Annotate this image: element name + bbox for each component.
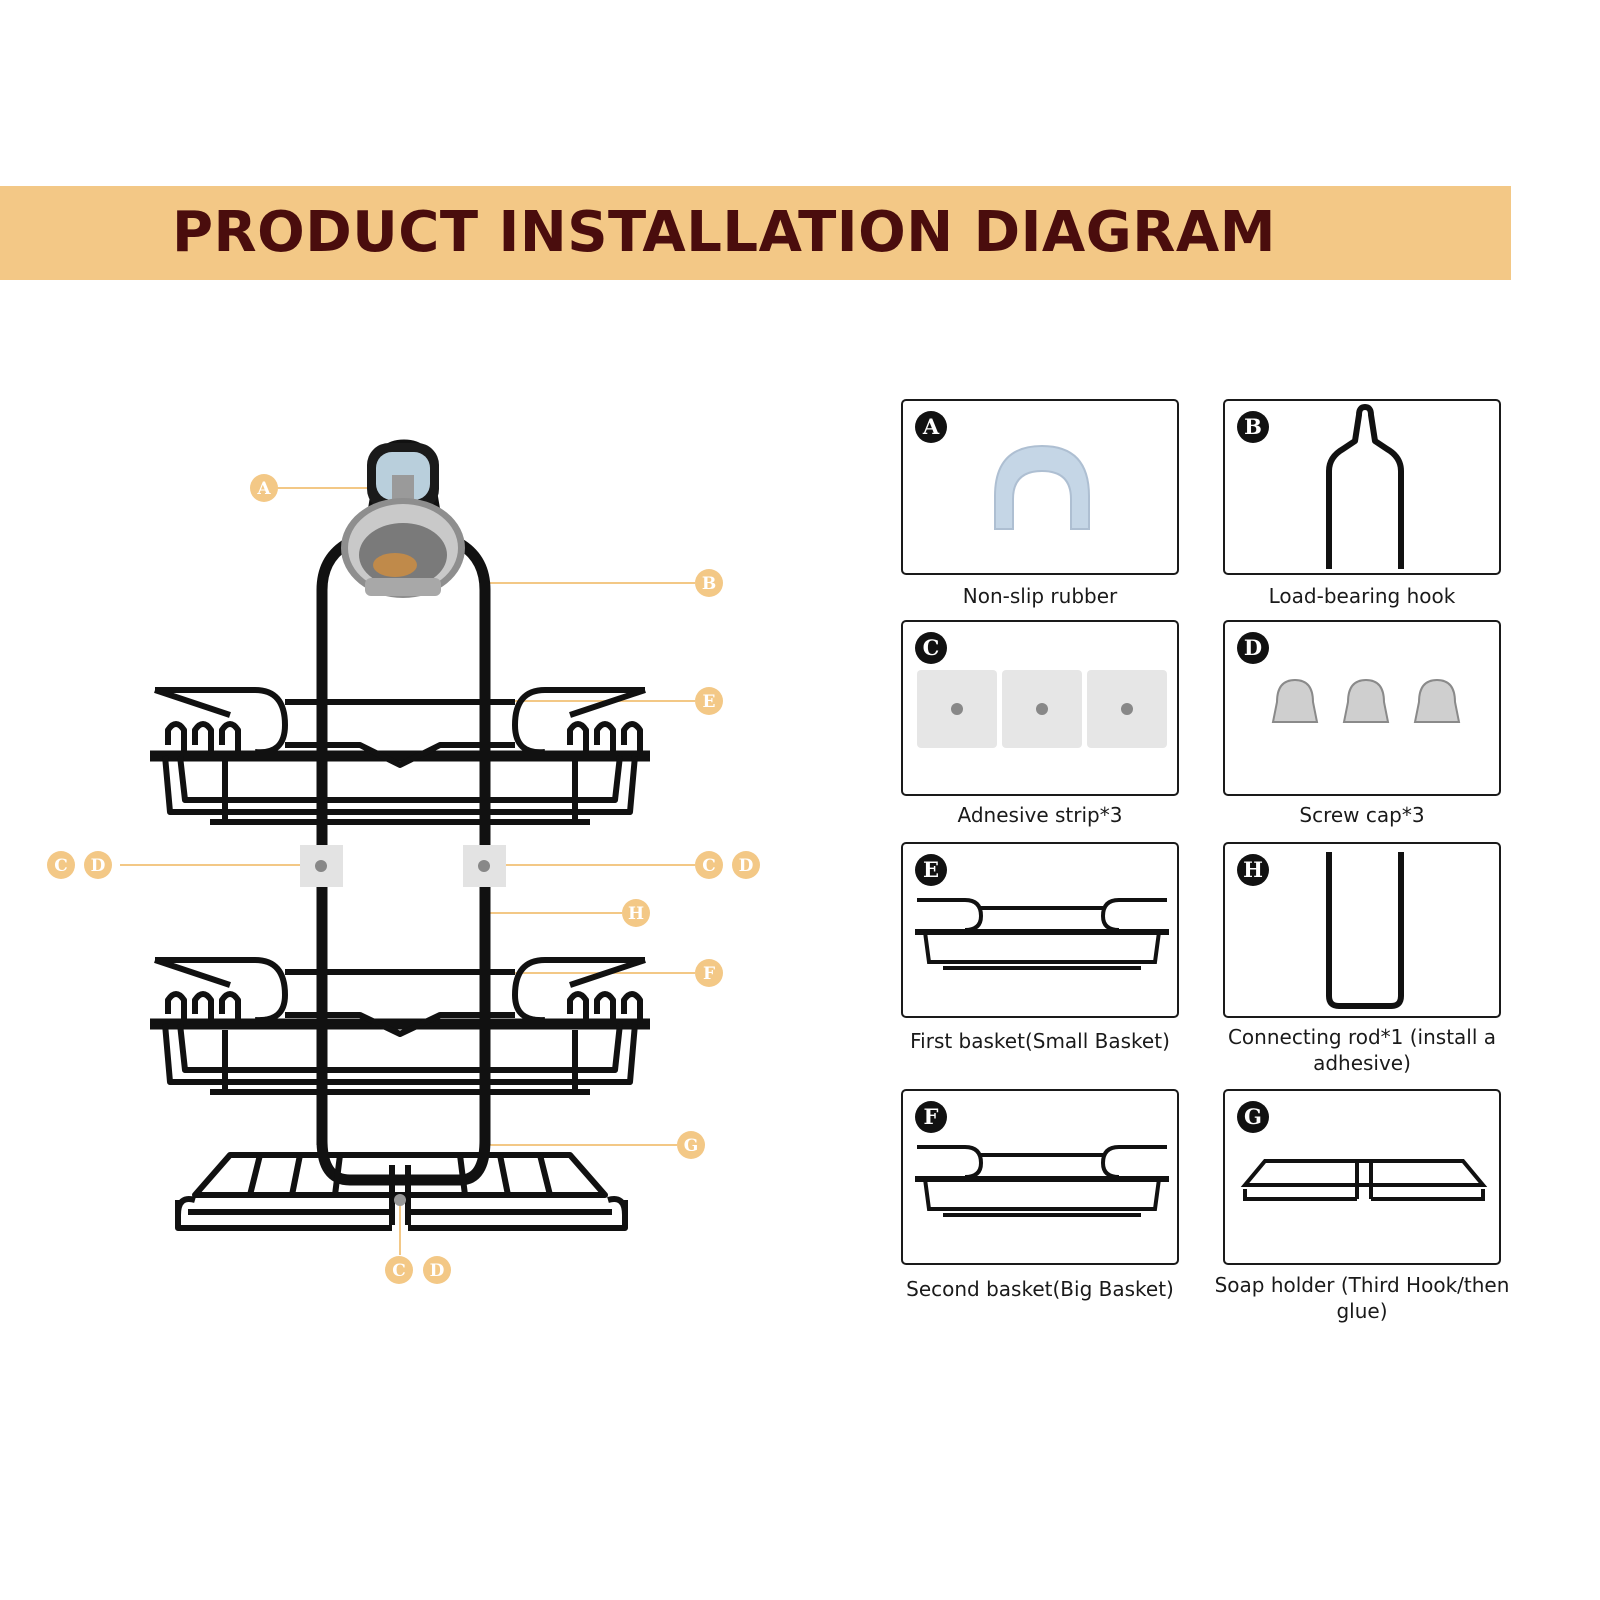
part-card-e: E [901, 842, 1179, 1018]
callout-bottom-d: D [430, 1261, 445, 1281]
callout-lines [120, 487, 695, 1255]
assembled-rack-diagram: A B E C D C D H F G C D [47, 439, 760, 1284]
callout-bottom-c: C [392, 1261, 406, 1281]
title-banner: PRODUCT INSTALLATION DIAGRAM [0, 186, 1511, 280]
screw-cap-icon [1271, 678, 1461, 723]
part-badge-h: H [1237, 854, 1269, 886]
callout-g: G [684, 1136, 699, 1156]
non-slip-rubber-icon [994, 444, 1090, 530]
basket-f [150, 957, 650, 1095]
part-card-g: G [1223, 1089, 1501, 1265]
part-caption-d: Screw cap*3 [1299, 803, 1425, 827]
callout-b: B [702, 574, 716, 594]
part-card-a: A [901, 399, 1179, 575]
big-basket-icon [915, 1145, 1169, 1217]
part-card-f: F [901, 1089, 1179, 1265]
part-caption-a: Non-slip rubber [962, 584, 1118, 608]
page-title: PRODUCT INSTALLATION DIAGRAM [172, 200, 1276, 265]
load-bearing-hook-icon [1326, 404, 1404, 569]
part-badge-b: B [1237, 411, 1269, 443]
adhesive-points [300, 845, 506, 887]
part-badge-d: D [1237, 632, 1269, 664]
part-badge-g: G [1237, 1101, 1269, 1133]
callout-left-c: C [54, 856, 68, 876]
callout-h: H [628, 904, 644, 924]
callout-right-c: C [702, 856, 716, 876]
part-card-b: B [1223, 399, 1501, 575]
callout-e: E [703, 692, 716, 712]
part-badge-c: C [915, 632, 947, 664]
part-card-h: H [1223, 842, 1501, 1018]
part-badge-a: A [915, 411, 947, 443]
connecting-rod-icon [1326, 852, 1404, 1009]
basket-e [150, 687, 650, 825]
callout-badges: A B E C D C D H F G C D [47, 474, 760, 1284]
part-badge-e: E [915, 854, 947, 886]
soap-holder-g [175, 1152, 628, 1231]
callout-left-d: D [91, 856, 106, 876]
callout-a: A [256, 479, 271, 499]
part-card-c: C [901, 620, 1179, 796]
part-caption-g: Soap holder (Third Hook/then glue) [1214, 1273, 1510, 1323]
part-caption-h: Connecting rod*1 (install a adhesive) [1227, 1025, 1497, 1075]
part-caption-f: Second basket(Big Basket) [906, 1277, 1174, 1301]
shower-head [341, 475, 465, 598]
part-caption-c: Adnesive strip*3 [957, 803, 1123, 827]
adhesive-strip-icon [917, 670, 1167, 748]
bottom-screw [394, 1194, 406, 1206]
part-caption-e: First basket(Small Basket) [910, 1029, 1170, 1053]
small-basket-icon [915, 898, 1169, 970]
part-caption-b: Load-bearing hook [1268, 584, 1456, 608]
callout-f: F [703, 964, 715, 984]
soap-holder-icon [1240, 1159, 1488, 1201]
callout-right-d: D [739, 856, 754, 876]
part-card-d: D [1223, 620, 1501, 796]
part-badge-f: F [915, 1101, 947, 1133]
